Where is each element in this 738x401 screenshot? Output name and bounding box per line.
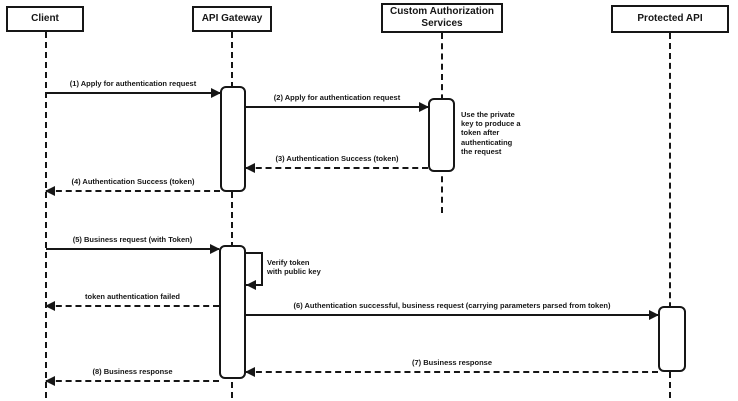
arrowhead-left-icon — [45, 301, 55, 311]
arrowhead-left-icon — [45, 376, 55, 386]
message-3-label: (3) Authentication Success (token) — [275, 154, 399, 163]
message-2-apply-authentication-request: (2) Apply for authentication request — [246, 93, 429, 112]
self-message-verify-token-label: Verify token with public key — [267, 258, 337, 276]
message-6-label: (6) Authentication successful, business … — [293, 301, 611, 310]
message-3-line — [245, 163, 428, 173]
message-6-authentication-successful-business-request: (6) Authentication successful, business … — [246, 301, 659, 320]
arrowhead-left-icon — [245, 163, 255, 173]
activation-protected-api — [658, 306, 686, 372]
message-7-business-response: (7) Business response — [245, 358, 658, 377]
message-8-business-response: (8) Business response — [45, 367, 219, 386]
self-message-line: Verify token — [267, 258, 310, 267]
note-line: token after — [461, 128, 500, 138]
lifeline-client — [45, 32, 47, 398]
actor-api-gateway: API Gateway — [192, 6, 272, 32]
message-8-line — [45, 376, 219, 386]
message-5-line — [46, 244, 220, 254]
self-message-line: with public key — [267, 267, 321, 277]
activation-api-gateway-business — [219, 245, 246, 379]
lifeline-api-gateway — [231, 32, 233, 398]
arrowhead-left-icon — [245, 367, 255, 377]
message-token-failed-line — [45, 301, 219, 311]
message-1-label: (1) Apply for authentication request — [69, 79, 197, 88]
message-2-line — [246, 102, 429, 112]
arrowhead-left-icon — [45, 186, 55, 196]
message-4-label: (4) Authentication Success (token) — [71, 177, 195, 186]
arrowhead-right-icon — [211, 88, 221, 98]
actor-protected-api-label: Protected API — [637, 13, 703, 24]
actor-custom-authorization-services-label: Custom Authorization Services — [389, 6, 495, 29]
note-private-key: Use the private key to produce a token a… — [461, 110, 537, 156]
message-7-line — [245, 367, 658, 377]
arrowhead-right-icon — [419, 102, 429, 112]
actor-custom-authorization-services: Custom Authorization Services — [381, 3, 503, 33]
message-8-label: (8) Business response — [92, 367, 173, 376]
message-5-label: (5) Business request (with Token) — [72, 235, 193, 244]
note-line: authenticating — [461, 137, 513, 147]
message-2-label: (2) Apply for authentication request — [273, 93, 401, 102]
message-4-line — [45, 186, 220, 196]
note-line: the request — [461, 146, 502, 156]
actor-client: Client — [6, 6, 84, 32]
message-1-apply-authentication-request: (1) Apply for authentication request — [46, 79, 221, 98]
note-line: Use the private — [461, 110, 515, 119]
arrowhead-right-icon — [210, 244, 220, 254]
message-4-authentication-success: (4) Authentication Success (token) — [45, 177, 220, 196]
message-5-business-request: (5) Business request (with Token) — [46, 235, 220, 254]
activation-api-gateway-auth — [220, 86, 246, 192]
note-line: key to produce a — [461, 119, 521, 129]
activation-custom-authorization-services — [428, 98, 455, 172]
message-3-authentication-success: (3) Authentication Success (token) — [245, 154, 428, 173]
message-6-line — [246, 310, 659, 320]
arrowhead-right-icon — [649, 310, 659, 320]
lifeline-protected-api — [669, 33, 671, 398]
message-7-label: (7) Business response — [411, 358, 493, 367]
actor-client-label: Client — [31, 13, 59, 24]
message-token-failed-label: token authentication failed — [84, 292, 180, 301]
message-1-line — [46, 88, 221, 98]
actor-api-gateway-label: API Gateway — [201, 13, 263, 24]
arrowhead-left-icon — [246, 280, 256, 290]
actor-protected-api: Protected API — [611, 5, 729, 33]
message-token-authentication-failed: token authentication failed — [45, 292, 219, 311]
